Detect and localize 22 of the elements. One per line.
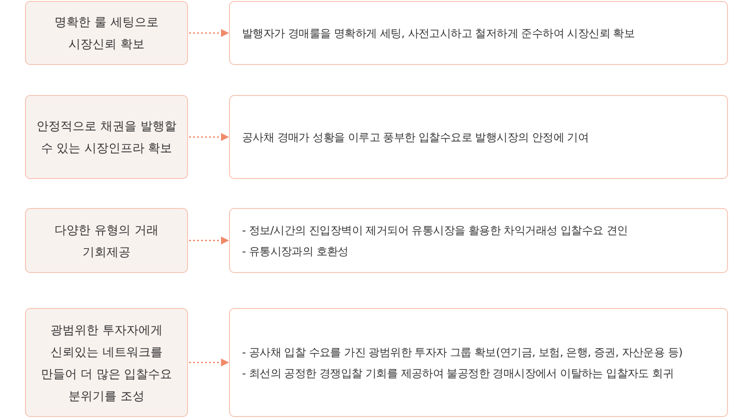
description-text: - 공사채 입찰 수요를 가진 광범위한 투자자 그룹 확보(연기금, 보험, 은행, 증권, 자산운용 등) — [242, 344, 684, 360]
topic-text: 명확한 룰 세팅으로 시장신뢰 확보 — [54, 14, 160, 53]
description-text: 공사채 경매가 성황을 이루고 풍부한 입찰수요로 발행시장의 안정에 기여 — [242, 130, 590, 146]
description-text: 발행자가 경매룰을 명확하게 세팅, 사전고시하고 철저하게 준수하여 시장신뢰 확보 — [242, 26, 636, 42]
topic-box — [25, 95, 188, 179]
description-box — [229, 308, 728, 417]
arrow — [189, 133, 229, 141]
topic-box — [25, 308, 188, 417]
description-text: - 최선의 공정한 경쟁입찰 기회를 제공하여 불공정한 경매시장에서 이탈하는 입찰자도 회귀 — [242, 366, 675, 382]
topic-text: 광범위한 투자자에게 신뢰있는 네트워크를 만들어 더 많은 입찰수요 분위기를 조성 — [40, 322, 174, 404]
topic-box — [25, 208, 188, 273]
arrow — [189, 29, 229, 37]
topic-text: 안정적으로 채권을 발행할 수 있는 시장인프라 확보 — [36, 118, 178, 157]
description-box — [229, 95, 728, 179]
topic-text: 다양한 유형의 거래 기회제공 — [54, 222, 160, 260]
description-text: - 정보/시간의 진입장벽이 제거되어 유통시장을 활용한 차익거래성 입찰수요 견인 — [242, 222, 629, 238]
description-box — [229, 1, 728, 65]
arrow — [189, 236, 229, 244]
description-text: - 유통시장과의 호환성 — [242, 244, 350, 260]
topic-box — [25, 1, 188, 65]
arrow — [189, 358, 229, 366]
description-box — [229, 208, 728, 273]
